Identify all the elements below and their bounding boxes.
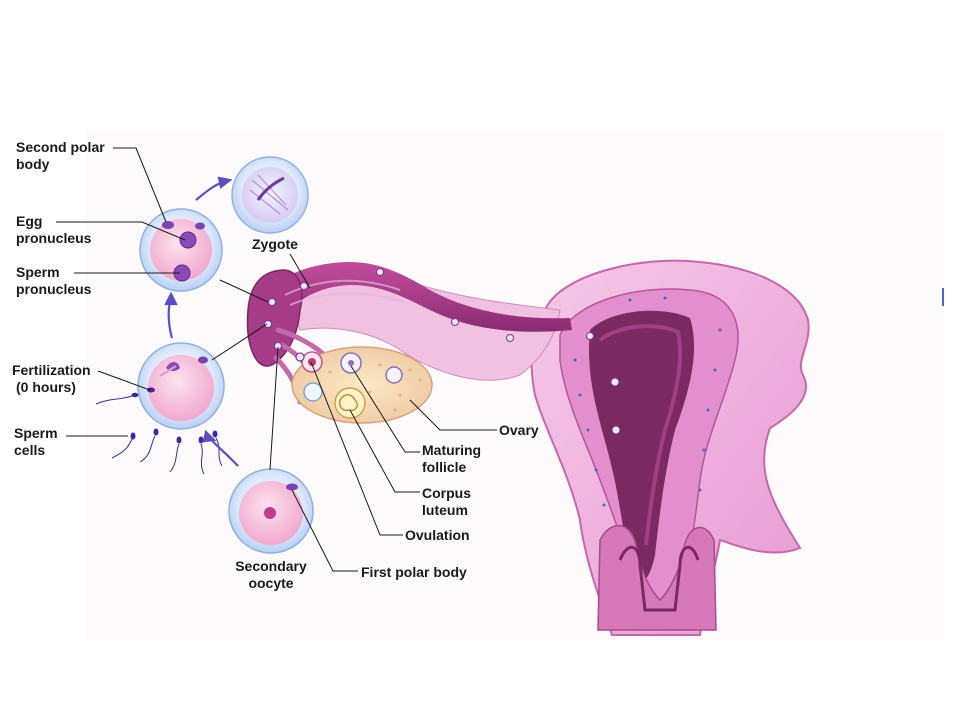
label-maturing-follicle-line1: Maturing (422, 442, 482, 458)
tube-striations (284, 279, 406, 306)
ovary-body (291, 346, 433, 424)
cervical-canal (618, 546, 700, 612)
label-maturing-follicle: Maturing follicle (422, 442, 481, 476)
label-fertilization-line1: Fertilization (12, 362, 91, 378)
corpus-luteum (334, 387, 366, 419)
endometrium (598, 324, 683, 546)
leader-maturing-follicle (350, 365, 420, 453)
label-zygote: Zygote (252, 236, 298, 252)
label-secondary-oocyte-line2: oocyte (248, 575, 294, 591)
label-second-polar-body-line1: Second polar (16, 139, 105, 155)
leader-corpus-luteum (349, 409, 420, 493)
tube-wall (260, 262, 572, 332)
first-polar-body-shape (286, 483, 298, 491)
label-sperm-pronucleus-line1: Sperm (16, 264, 60, 280)
zygote-cell (231, 156, 309, 234)
edge-mark (942, 288, 944, 306)
pronuclei-cell (139, 208, 223, 292)
label-sperm-pronucleus-line2: pronucleus (16, 281, 92, 297)
label-secondary-oocyte-line1: Secondary (235, 558, 307, 574)
secondary-oocyte-cell (228, 468, 314, 554)
leader-lines (56, 147, 497, 572)
label-fertilization: Fertilization (0 hours) (12, 362, 91, 396)
maturing-follicles (301, 351, 403, 402)
label-corpus-luteum-line2: luteum (422, 502, 468, 518)
leader-zygote (289, 253, 311, 289)
leader-fertilization (97, 370, 151, 391)
leader-first-polar-body (291, 489, 358, 572)
label-sperm-pronucleus: Sperm pronucleus (16, 264, 91, 298)
label-sperm-cells: Sperm cells (14, 425, 58, 459)
leader-ovary (409, 399, 497, 431)
label-maturing-follicle-line2: follicle (422, 459, 467, 475)
label-corpus-luteum: Corpus luteum (422, 485, 471, 519)
sperm-cells (95, 392, 223, 475)
cells-in-tube (264, 268, 594, 350)
leader-ovulation (310, 361, 403, 536)
label-ovary: Ovary (499, 422, 539, 438)
label-sperm-cells-line1: Sperm (14, 425, 58, 441)
ovary (291, 346, 433, 424)
label-fertilization-line2: (0 hours) (16, 379, 76, 395)
leader-egg-pronucleus (56, 221, 186, 241)
fertilization-cell (137, 342, 225, 430)
label-first-polar-body: First polar body (361, 564, 467, 580)
uterine-wall-dots (573, 296, 722, 507)
label-secondary-oocyte: Secondary oocyte (230, 558, 312, 592)
embryo-in-uterus (610, 377, 620, 387)
label-corpus-luteum-line1: Corpus (422, 485, 471, 501)
label-second-polar-body: Second polar body (16, 139, 105, 173)
leader-second-polar-body (113, 147, 167, 223)
uterus (530, 259, 810, 636)
ovulated-oocyte (295, 352, 305, 362)
label-sperm-cells-line2: cells (14, 442, 46, 458)
leader-tube-3 (269, 346, 279, 471)
process-arrows (164, 176, 239, 467)
label-second-polar-body-line2: body (16, 156, 50, 172)
embryo-in-uterus-2 (611, 425, 621, 435)
label-egg-pronucleus-line2: pronucleus (16, 230, 92, 246)
leader-tube-2 (211, 323, 268, 361)
label-egg-pronucleus-line1: Egg (16, 213, 43, 229)
leader-tube-1 (219, 279, 269, 303)
egg-pronucleus-shape (179, 231, 197, 249)
second-polar-body-shape (162, 221, 174, 229)
cervix (597, 524, 717, 631)
label-egg-pronucleus: Egg pronucleus (16, 213, 91, 247)
label-ovulation: Ovulation (405, 527, 470, 543)
